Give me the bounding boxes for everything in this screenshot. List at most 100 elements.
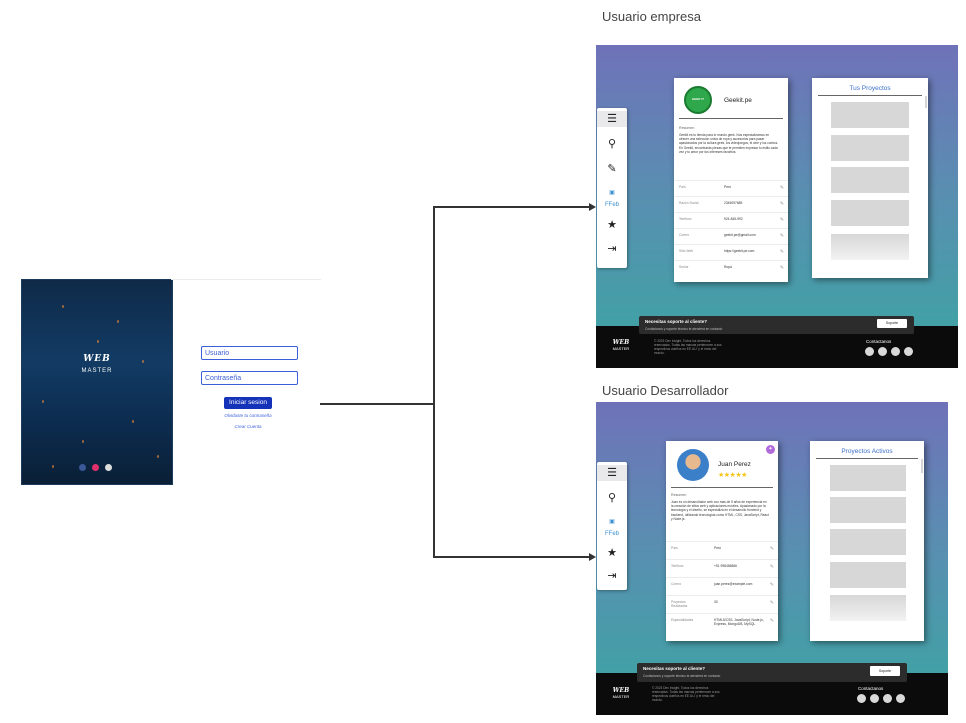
facebook-icon[interactable] <box>79 464 86 471</box>
edit-icon[interactable]: ✎ <box>607 163 617 175</box>
edit-pencil-icon[interactable]: ✎ <box>769 618 774 624</box>
empresa-screen: ☰ ⚲ ✎ ▣FFeb ★ ⇥ GEEK IT Geekit.pe Resume… <box>596 45 958 368</box>
info-value: HTML5/CSS, JavaScript, Node.js, Express,… <box>714 618 764 626</box>
edit-pencil-icon[interactable]: ✎ <box>769 582 774 588</box>
edit-pencil-icon[interactable]: ✎ <box>769 564 774 570</box>
edit-pencil-icon[interactable]: ✎ <box>779 233 784 239</box>
info-row: País Perú ✎ <box>674 180 788 197</box>
social-circle-icon[interactable] <box>865 347 874 356</box>
edit-pencil-icon[interactable]: ✎ <box>779 201 784 207</box>
edit-pencil-icon[interactable]: ✎ <box>779 265 784 271</box>
social-circle-icon[interactable] <box>878 347 887 356</box>
info-key: País <box>679 185 686 189</box>
social-circle-icon[interactable] <box>904 347 913 356</box>
sidebar: ☰ ⚲ ✎ ▣FFeb ★ ⇥ <box>597 108 627 268</box>
flow-connector-top <box>433 206 589 208</box>
sidebar: ☰ ⚲ ▣FFeb ★ ⇥ <box>597 462 627 590</box>
password-input[interactable]: Contraseña <box>201 371 298 385</box>
info-key: Proyectos Realizados <box>671 600 688 608</box>
settings-badge-icon[interactable]: ✦ <box>766 445 775 454</box>
search-icon[interactable]: ⚲ <box>607 492 617 504</box>
scrollbar[interactable] <box>925 96 927 108</box>
edit-pencil-icon[interactable]: ✎ <box>779 185 784 191</box>
edit-pencil-icon[interactable]: ✎ <box>769 546 774 552</box>
project-item[interactable] <box>831 234 909 260</box>
star-icon[interactable]: ★ <box>607 547 617 559</box>
flow-connector-bottom <box>433 556 589 558</box>
company-logo: GEEK IT <box>684 86 712 114</box>
info-value: Perú <box>724 185 731 189</box>
info-value: Ropa <box>724 265 732 269</box>
active-projects-panel: Proyectos Activos <box>810 441 924 641</box>
feed-icon[interactable]: ▣FFeb <box>604 190 619 208</box>
project-item[interactable] <box>830 497 906 523</box>
info-value: juan.perez@example.com <box>714 582 753 586</box>
info-key: Razón Social <box>679 201 699 205</box>
project-item[interactable] <box>831 167 909 193</box>
login-logo-name: MASTER <box>81 368 113 374</box>
projects-panel: Tus Proyectos <box>812 78 928 278</box>
info-key: Especialidades <box>671 618 694 622</box>
forgot-password-link[interactable]: Olvidaste tu contraseña <box>224 413 272 418</box>
username-input[interactable]: Usuario <box>201 346 298 360</box>
social-circle-icon[interactable] <box>870 694 879 703</box>
edit-pencil-icon[interactable]: ✎ <box>779 217 784 223</box>
social-circle-icon[interactable] <box>896 694 905 703</box>
social-circle-icon[interactable] <box>883 694 892 703</box>
support-subtitle: Contáctanos y soporte técnico te atender… <box>645 327 723 331</box>
project-item[interactable] <box>831 102 909 128</box>
support-title: Necesitas soporte al cliente? <box>643 666 706 671</box>
section-title-empresa: Usuario empresa <box>602 9 701 24</box>
arrow-head <box>589 553 596 561</box>
support-button[interactable]: Soporte <box>877 319 907 328</box>
contact-label: Contactanos <box>866 339 892 344</box>
menu-icon[interactable]: ☰ <box>597 111 627 127</box>
support-button[interactable]: Soporte <box>870 666 900 676</box>
social-circle-icon[interactable] <box>891 347 900 356</box>
info-value: 2345097685 <box>724 201 743 205</box>
avatar <box>677 449 709 481</box>
search-icon[interactable]: ⚲ <box>607 138 617 150</box>
info-row: Razón Social 2345097685 ✎ <box>674 196 788 213</box>
arrow-head <box>589 203 596 211</box>
section-title-desarrollador: Usuario Desarrollador <box>602 383 729 398</box>
rating-stars: ★★★★★ <box>718 472 747 479</box>
company-profile-card: GEEK IT Geekit.pe Resumen Geekit es tu t… <box>674 78 788 282</box>
info-value: +51 998456866 <box>714 564 738 568</box>
login-button[interactable]: Iniciar sesion <box>224 397 272 409</box>
summary-text: Geekit es tu tienda para lo mundo geek. … <box>679 133 779 154</box>
project-item[interactable] <box>830 595 906 621</box>
support-banner: Necesitas soporte al cliente? Contáctano… <box>637 663 907 682</box>
menu-icon[interactable]: ☰ <box>597 465 627 481</box>
project-item[interactable] <box>830 529 906 555</box>
divider <box>679 118 783 119</box>
info-key: Sitio Web <box>679 249 694 253</box>
project-item[interactable] <box>830 465 906 491</box>
logout-icon[interactable]: ⇥ <box>607 243 617 255</box>
summary-text: Juan es un desarrollador web con mas de … <box>671 500 769 521</box>
footer-logo: WEB MASTER <box>612 687 630 699</box>
footer-logo: WEB MASTER <box>612 339 630 351</box>
logout-icon[interactable]: ⇥ <box>607 570 617 582</box>
company-name: Geekit.pe <box>724 97 752 104</box>
feed-icon[interactable]: ▣FFeb <box>604 519 619 537</box>
project-item[interactable] <box>831 135 909 161</box>
google-icon[interactable] <box>105 464 112 471</box>
social-circle-icon[interactable] <box>857 694 866 703</box>
divider <box>816 458 918 459</box>
edit-pencil-icon[interactable]: ✎ <box>779 249 784 255</box>
scrollbar[interactable] <box>921 459 923 473</box>
project-item[interactable] <box>830 562 906 588</box>
star-icon[interactable]: ★ <box>607 219 617 231</box>
project-item[interactable] <box>831 200 909 226</box>
instagram-icon[interactable] <box>92 464 99 471</box>
register-link[interactable]: Crear Cuenta <box>234 424 262 429</box>
contact-label: Contactanos <box>858 686 884 691</box>
projects-title: Tus Proyectos <box>849 85 891 92</box>
edit-pencil-icon[interactable]: ✎ <box>769 600 774 606</box>
